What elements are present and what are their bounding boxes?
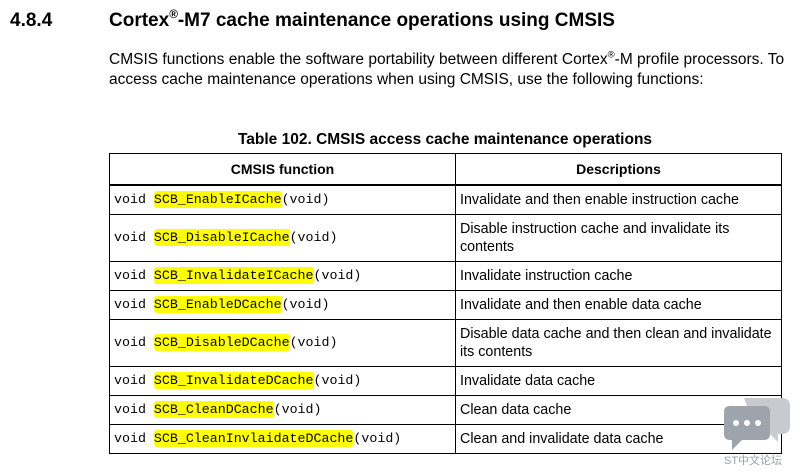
intro-text-post: -M profile processors. To access cache m… xyxy=(109,51,785,88)
cmsis-function-cell: void SCB_InvalidateDCache(void) xyxy=(109,366,456,396)
table-row: void SCB_InvalidateICache(void)Invalidat… xyxy=(109,261,782,291)
table-row: void SCB_EnableDCache(void)Invalidate an… xyxy=(109,290,782,320)
table-caption: Table 102. CMSIS access cache maintenanc… xyxy=(237,131,653,148)
table-row: void SCB_DisableDCache(void)Disable data… xyxy=(109,319,782,367)
return-type: void xyxy=(114,431,154,446)
function-name-highlighted: SCB_InvalidateICache xyxy=(153,267,314,284)
function-args: (void) xyxy=(281,297,330,312)
title-text-post: -M7 cache maintenance operations using C… xyxy=(177,10,615,31)
cmsis-function-cell: void SCB_EnableICache(void) xyxy=(109,184,456,215)
registered-mark: ® xyxy=(169,7,178,21)
table-row: void SCB_InvalidateDCache(void)Invalidat… xyxy=(109,366,782,396)
description-cell: Invalidate and then enable data cache xyxy=(455,290,782,320)
table-row: void SCB_CleanDCache(void)Clean data cac… xyxy=(109,395,782,425)
title-text-pre: Cortex xyxy=(109,10,170,31)
cmsis-function-cell: void SCB_CleanDCache(void) xyxy=(109,395,456,425)
description-cell: Invalidate and then enable instruction c… xyxy=(455,184,782,215)
cmsis-function-cell: void SCB_CleanInvlaidateDCache(void) xyxy=(109,424,456,454)
cmsis-function-cell: void SCB_DisableDCache(void) xyxy=(109,319,456,367)
return-type: void xyxy=(114,268,154,283)
intro-paragraph: CMSIS functions enable the software port… xyxy=(109,50,789,90)
cmsis-function-cell: void SCB_EnableDCache(void) xyxy=(109,290,456,320)
function-args: (void) xyxy=(289,230,338,245)
table-row: void SCB_DisableICache(void)Disable inst… xyxy=(109,214,782,262)
function-args: (void) xyxy=(313,373,362,388)
table-header-row: CMSIS function Descriptions xyxy=(109,153,782,186)
description-cell: Disable instruction cache and invalidate… xyxy=(455,214,782,262)
return-type: void xyxy=(114,192,154,207)
return-type: void xyxy=(114,402,154,417)
function-name-highlighted: SCB_EnableICache xyxy=(153,191,282,208)
function-name-highlighted: SCB_CleanInvlaidateDCache xyxy=(153,430,354,447)
function-name-highlighted: SCB_DisableDCache xyxy=(153,334,290,351)
function-name-highlighted: SCB_DisableICache xyxy=(153,229,290,246)
watermark-text: ST中文论坛 xyxy=(724,455,783,467)
function-name-highlighted: SCB_CleanDCache xyxy=(153,401,274,418)
function-args: (void) xyxy=(289,335,338,350)
cmsis-cache-table: CMSIS function Descriptions void SCB_Ena… xyxy=(109,153,782,454)
description-cell: Disable data cache and then clean and in… xyxy=(455,319,782,367)
description-cell: Invalidate instruction cache xyxy=(455,261,782,291)
table-row: void SCB_CleanInvlaidateDCache(void)Clea… xyxy=(109,424,782,454)
function-args: (void) xyxy=(281,192,330,207)
header-descriptions: Descriptions xyxy=(455,153,782,186)
function-args: (void) xyxy=(313,268,362,283)
return-type: void xyxy=(114,297,154,312)
chat-bubbles-icon xyxy=(724,398,790,450)
return-type: void xyxy=(114,373,154,388)
function-name-highlighted: SCB_EnableDCache xyxy=(153,296,282,313)
cmsis-function-cell: void SCB_InvalidateICache(void) xyxy=(109,261,456,291)
function-args: (void) xyxy=(273,402,322,417)
cmsis-function-cell: void SCB_DisableICache(void) xyxy=(109,214,456,262)
table-row: void SCB_EnableICache(void)Invalidate an… xyxy=(109,184,782,215)
function-args: (void) xyxy=(353,431,402,446)
function-name-highlighted: SCB_InvalidateDCache xyxy=(153,372,314,389)
section-title: Cortex®-M7 cache maintenance operations … xyxy=(109,7,615,32)
return-type: void xyxy=(114,230,154,245)
return-type: void xyxy=(114,335,154,350)
intro-registered-mark: ® xyxy=(607,49,615,61)
header-cmsis-function: CMSIS function xyxy=(109,153,456,186)
section-number: 4.8.4 xyxy=(10,10,53,31)
intro-text-pre: CMSIS functions enable the software port… xyxy=(109,51,608,68)
description-cell: Invalidate data cache xyxy=(455,366,782,396)
